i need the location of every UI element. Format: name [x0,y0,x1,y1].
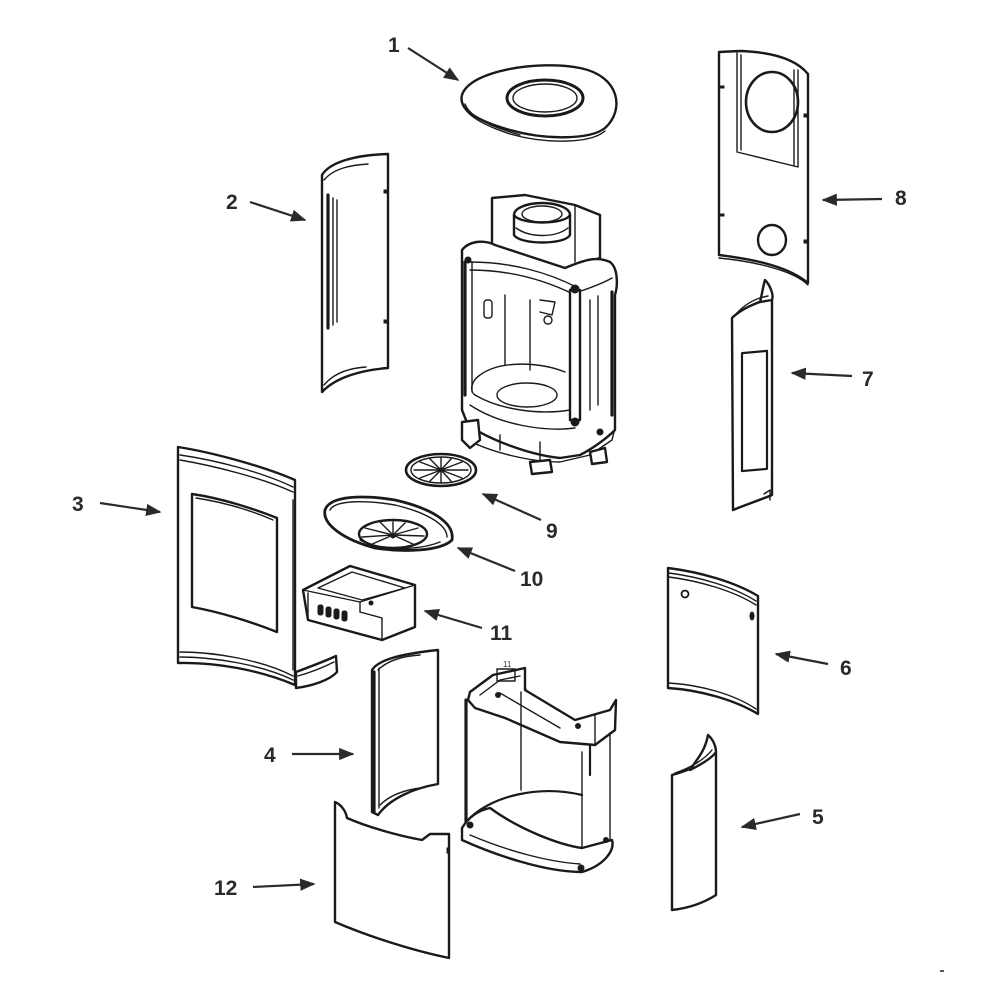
callout-label-12: 12 [214,877,237,900]
part-2-left-rear-side-panel [320,152,390,394]
part-3-front-door [176,445,339,690]
part-4-left-lower-side-panel [370,648,440,817]
callout-arrow-10 [456,546,516,573]
callout-arrow-12 [252,878,316,891]
part-5-right-lower-side-panel [670,733,718,912]
callout-arrows [99,47,883,891]
callout-label-11: 11 [490,622,513,645]
frame-label: 11 [503,660,512,669]
callout-label-7: 7 [862,368,874,391]
callout-label-5: 5 [812,806,824,829]
callout-arrow-6 [774,650,829,666]
callout-label-1: 1 [388,34,400,57]
callout-arrow-11 [423,609,483,630]
ash-pan-handle-vents-icon [317,604,348,622]
firebox-body [460,193,619,476]
callout-label-4: 4 [264,744,276,767]
callout-label-9: 9 [546,520,558,543]
part-1-top-plate [460,64,618,142]
part-8-rear-panel [717,49,810,286]
part-12-front-lower-panel [333,800,451,960]
part-6-right-front-panel [666,566,760,716]
stray-mark [940,970,944,972]
part-7-right-rear-side-panel [730,278,774,512]
callout-arrow-8 [821,193,883,206]
callout-arrow-2 [249,200,307,222]
callout-labels: 1 2 3 4 5 6 7 8 9 10 11 12 [72,34,907,900]
callout-label-8: 8 [895,187,907,210]
lower-frame: 11 [460,660,618,874]
callout-label-2: 2 [226,191,238,214]
part-10-grate-with-ring [323,495,454,552]
callout-arrow-1 [407,47,460,81]
callout-label-6: 6 [840,657,852,680]
callout-label-10: 10 [520,568,543,591]
part-9-grate [404,452,478,488]
callout-label-3: 3 [72,493,84,516]
callout-arrow-3 [99,501,162,517]
callout-arrow-7 [790,367,853,380]
part-11-ash-pan [301,564,417,642]
callout-arrow-5 [740,812,801,830]
callout-arrow-9 [481,492,542,522]
